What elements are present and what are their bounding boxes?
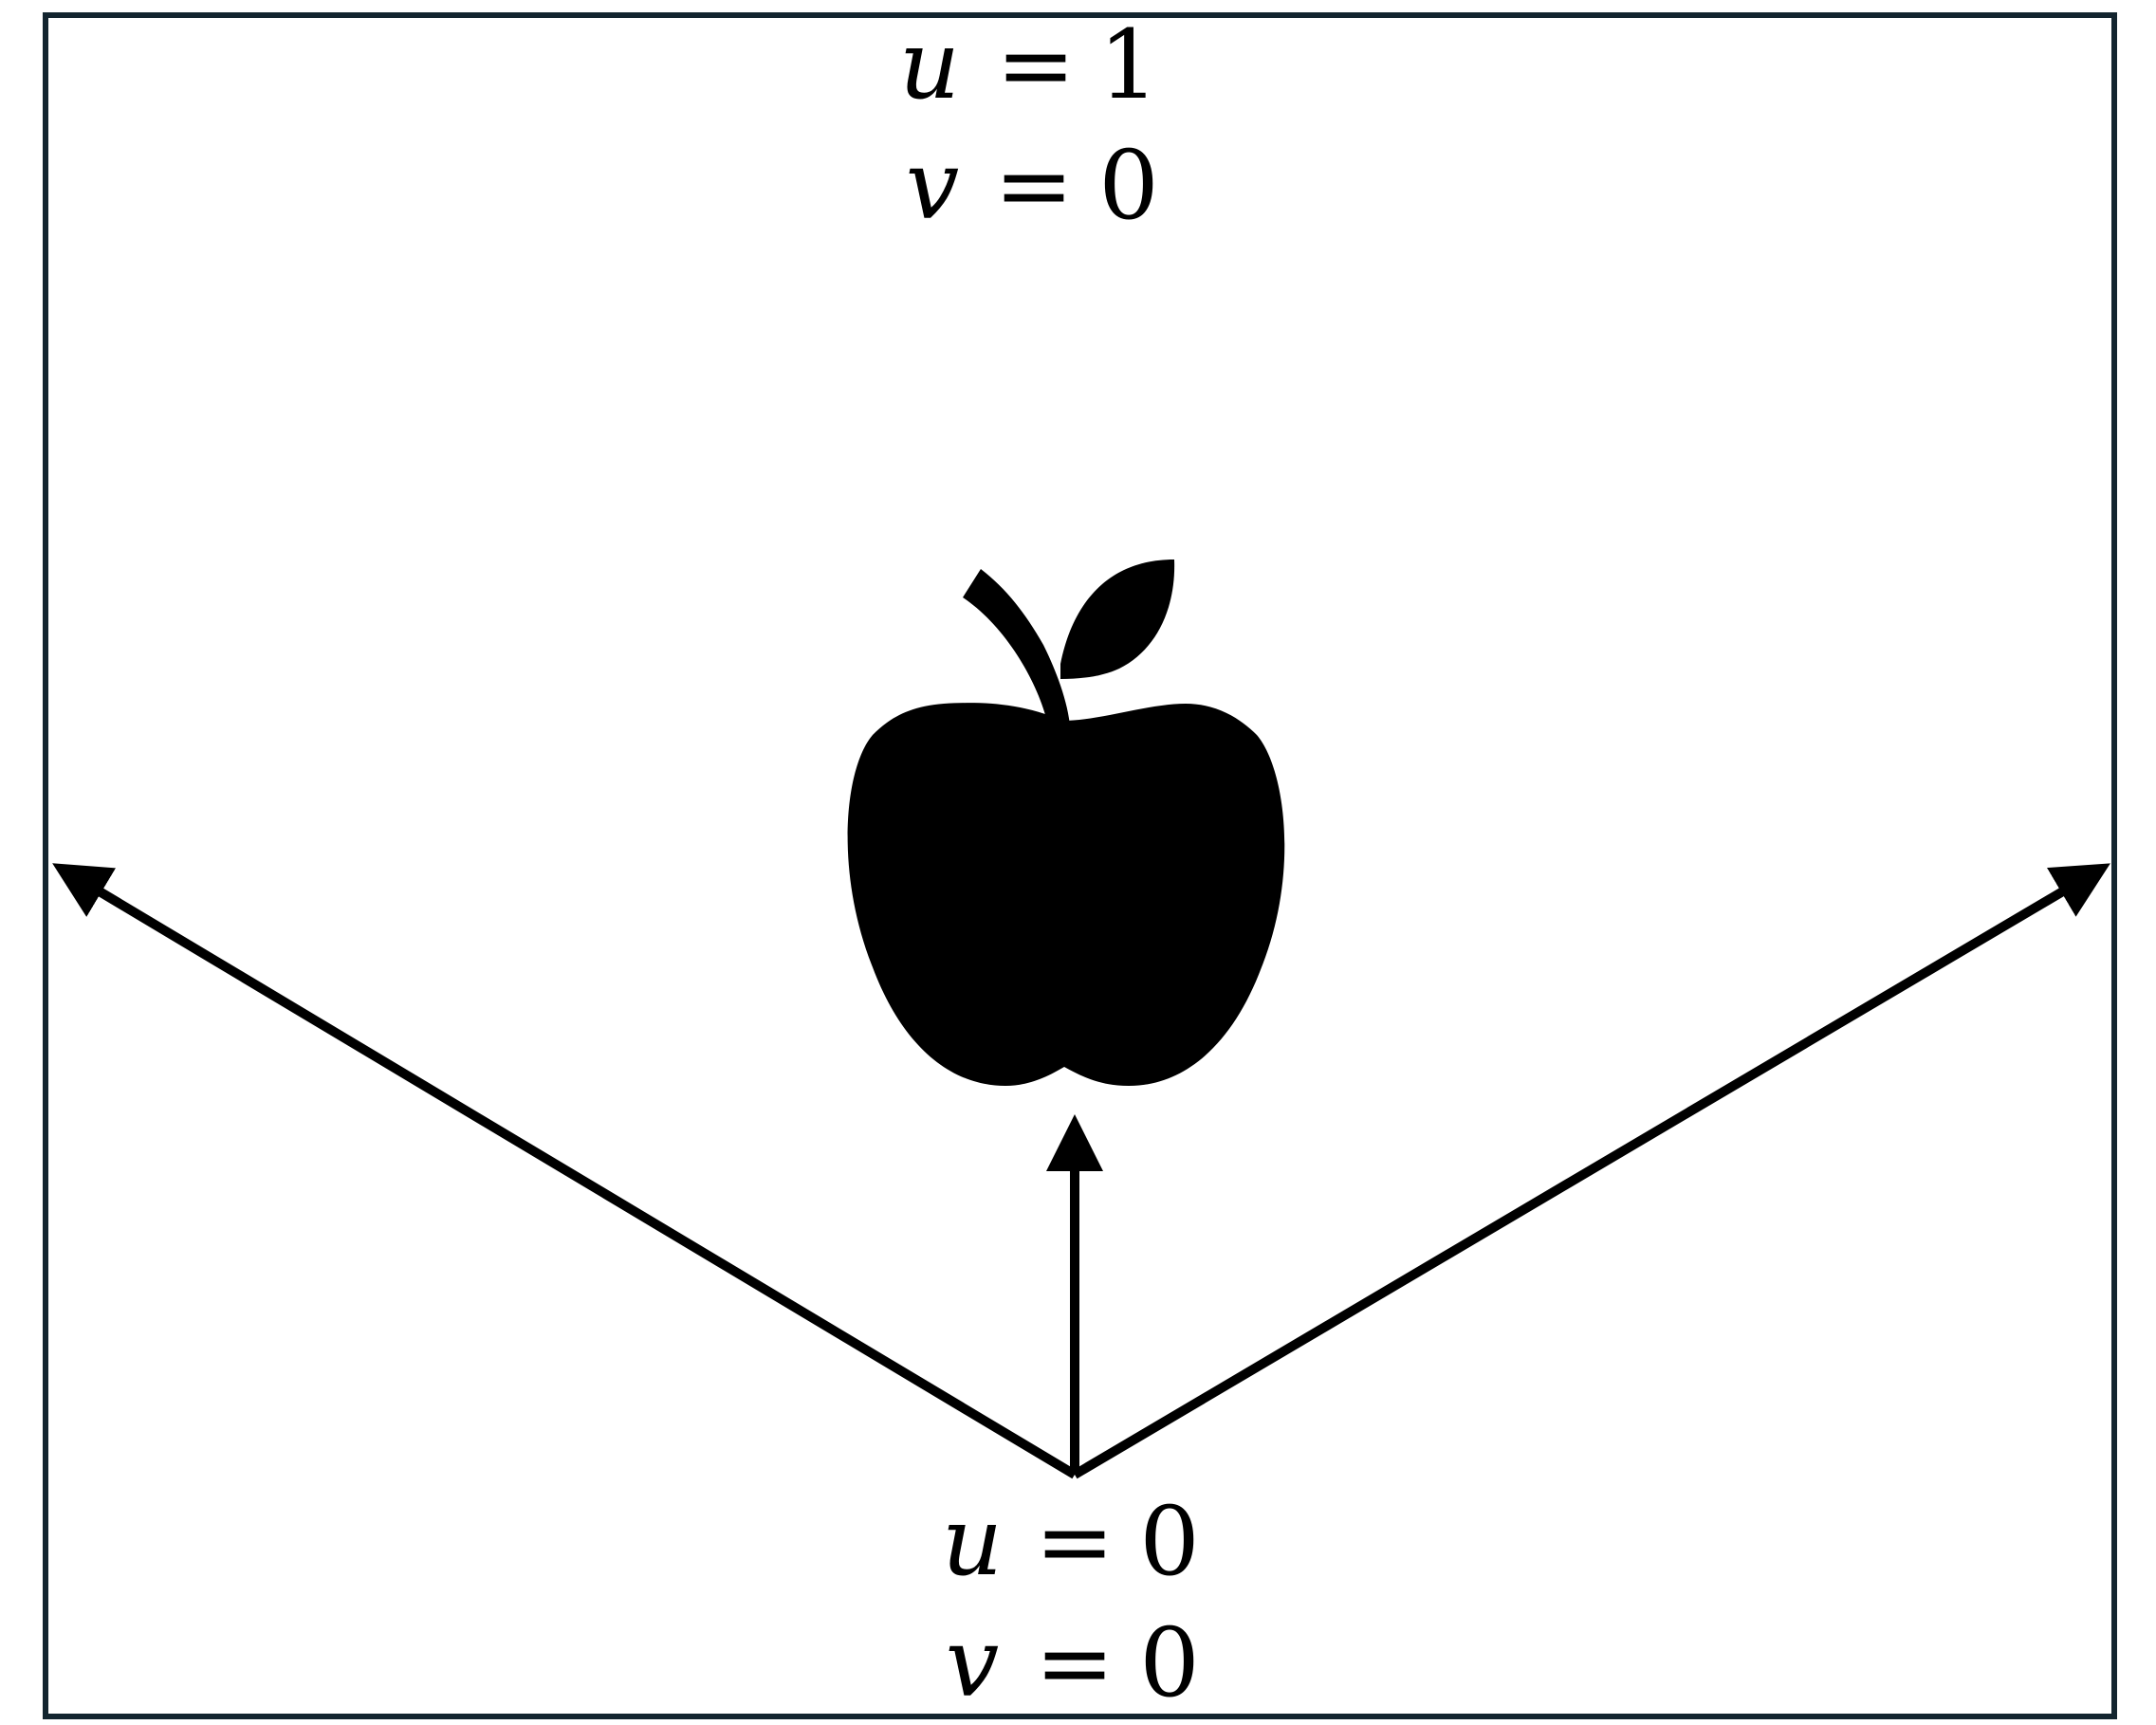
bottom-u-value: 0 <box>1139 1486 1200 1597</box>
bottom-u-equals: = <box>1035 1486 1115 1597</box>
top-v-equals: = <box>994 130 1074 241</box>
bottom-v-variable: v <box>946 1607 1000 1718</box>
top-u-variable: u <box>899 9 960 120</box>
top-u-value: 1 <box>1098 9 1159 120</box>
left-arrow <box>52 863 1078 1479</box>
top-v-value: 0 <box>1098 130 1159 241</box>
apple-icon <box>847 560 1285 1086</box>
bottom-label: u = 0 v = 0 <box>942 1486 1200 1718</box>
top-label: u = 1 v = 0 <box>899 9 1159 241</box>
bottom-v-equals: = <box>1035 1607 1115 1718</box>
bottom-u-variable: u <box>942 1486 1003 1597</box>
top-u-equals: = <box>996 9 1076 120</box>
top-v-variable: v <box>906 130 960 241</box>
diagram-frame <box>43 12 2117 1719</box>
right-arrow <box>1072 863 2110 1479</box>
bottom-v-value: 0 <box>1139 1607 1200 1718</box>
